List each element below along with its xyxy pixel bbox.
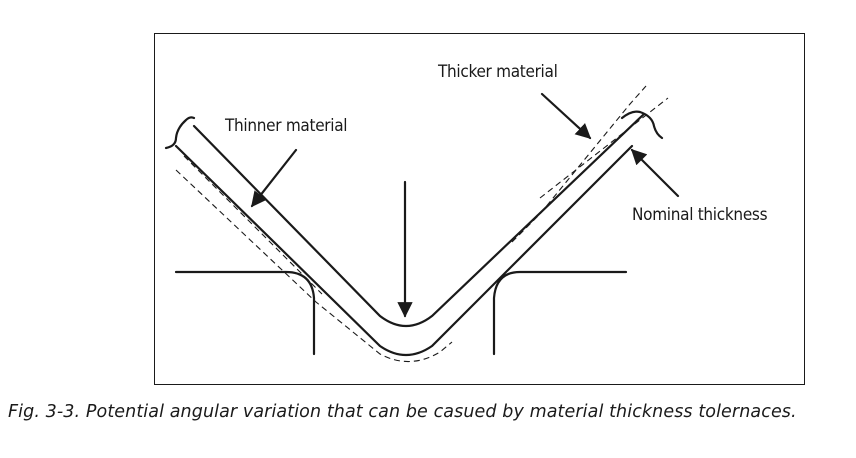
thinner-dashed-outer bbox=[175, 169, 453, 363]
thinner-leader bbox=[250, 148, 298, 208]
thinner-material-label: Thinner material bbox=[225, 116, 348, 136]
figure-caption: Fig. 3-3. Potential angular variation th… bbox=[8, 402, 797, 422]
thinner-dashed-inner bbox=[183, 155, 323, 295]
die-left bbox=[174, 270, 316, 356]
nominal-leader bbox=[630, 148, 680, 198]
nominal-outer bbox=[174, 144, 634, 357]
thicker-material-label: Thicker material bbox=[438, 62, 558, 82]
nominal-thickness-label: Nominal thickness bbox=[632, 205, 768, 225]
nominal-inner bbox=[192, 112, 646, 328]
thicker-leader bbox=[540, 92, 592, 140]
thicker-dashed-outer bbox=[539, 97, 669, 199]
figure-frame bbox=[154, 33, 805, 385]
thicker-dashed-inner bbox=[511, 85, 647, 243]
right-break bbox=[620, 110, 664, 140]
die-right bbox=[492, 270, 628, 356]
left-break bbox=[164, 116, 196, 150]
